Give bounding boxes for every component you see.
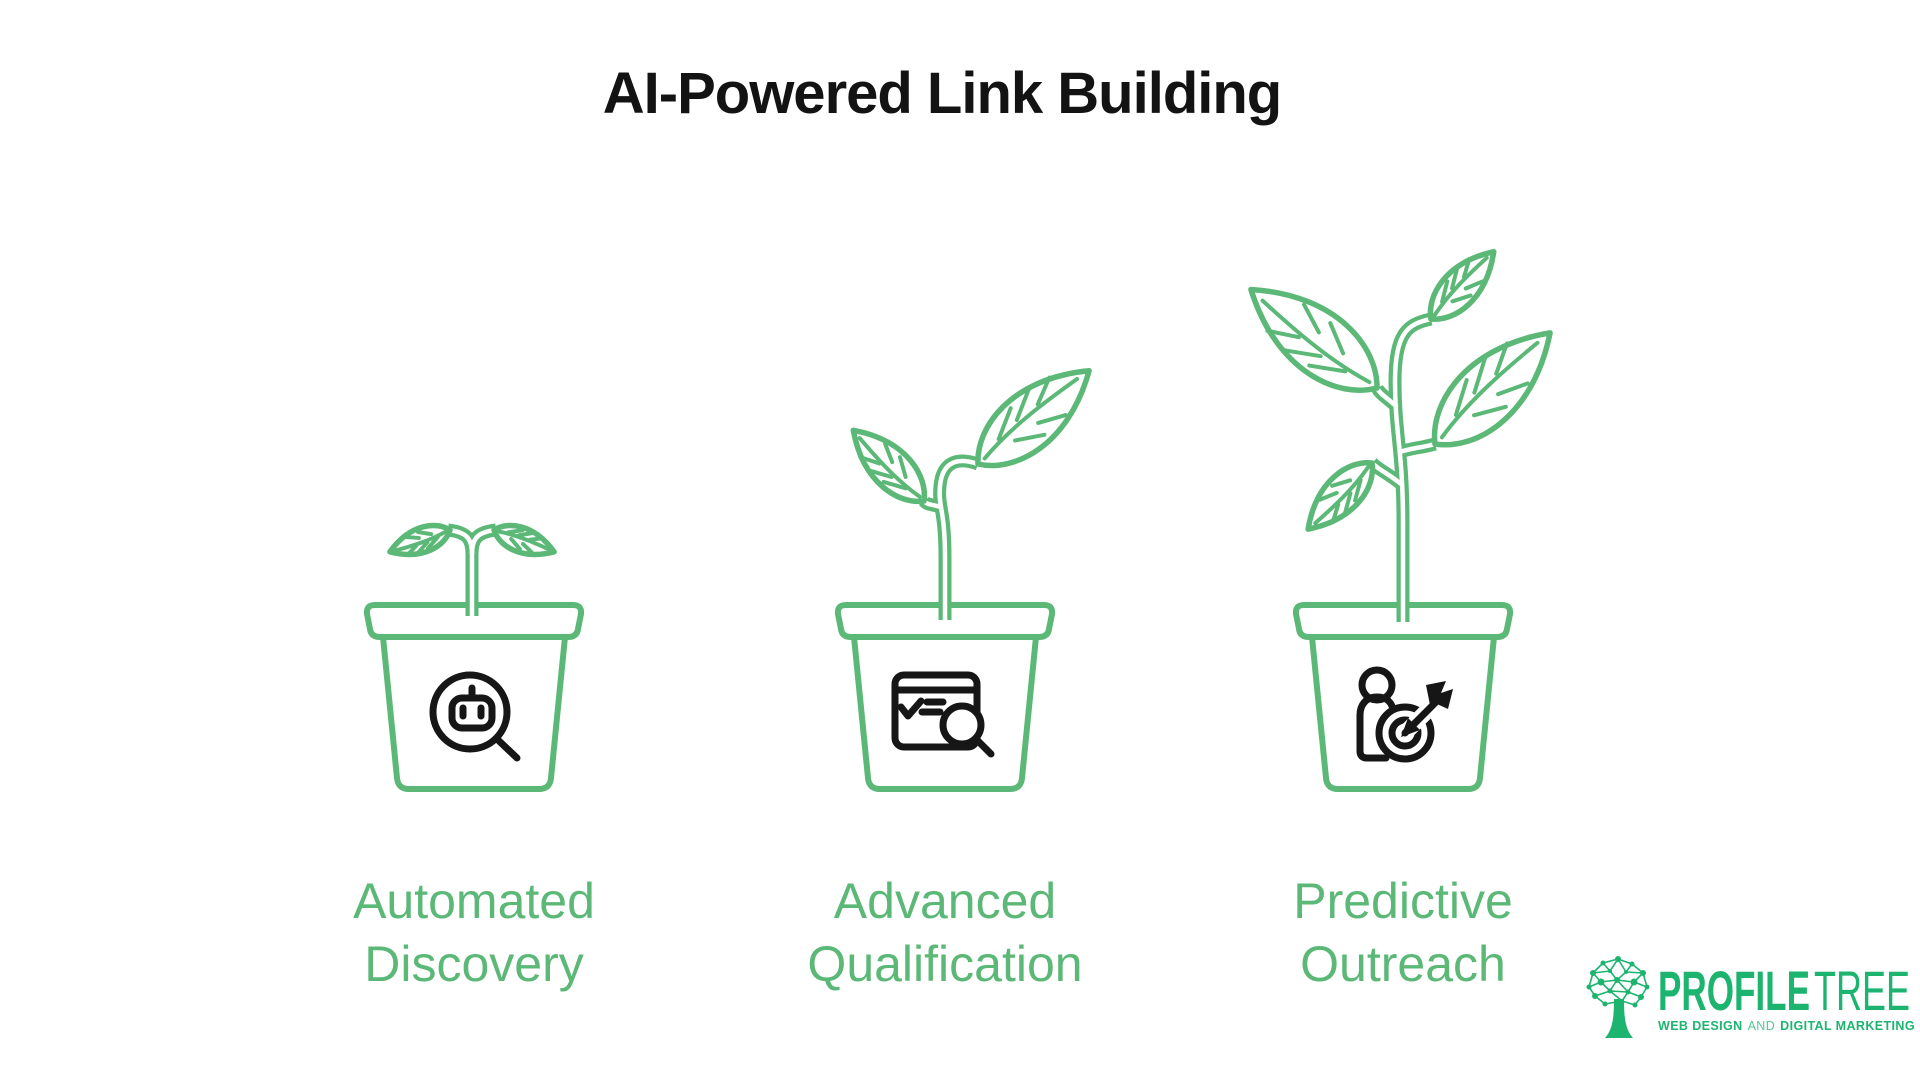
person-target-arrow-icon [1356,666,1453,763]
seedling-plant-icon [830,358,1120,620]
page-title: AI-Powered Link Building [602,61,1282,126]
pot-rim [363,602,585,640]
stage-2-label-line-2: Qualification [807,936,1083,992]
logo-tagline: WEB DESIGN AND DIGITAL MARKETING [1658,1019,1915,1033]
plant-upper-left-leaf [1243,265,1396,412]
check-mark [897,697,925,720]
logo-brand-bold: PROFILE [1658,959,1810,1022]
plant-pot-1 [363,602,585,792]
profiletree-logo: PROFILE TREE WEB DESIGN AND DIGITAL MARKET… [1586,956,1915,1038]
magnifier-lens [429,671,511,753]
plant-lower-left-leaf [1295,451,1385,542]
logo-tagline-part-1: WEB DESIGN [1658,1019,1743,1033]
pot-body [380,636,568,792]
stage-3-label-line-1: Predictive [1293,873,1513,929]
plant-right-leaf [1414,311,1563,467]
stage-1-label: Automated Discovery [274,870,674,996]
stage-1-label-line-2: Discovery [364,936,584,992]
webpage-check-search-icon [891,671,995,758]
large-plant-icon [1243,222,1563,622]
magnifier-lens [939,702,985,748]
stage-3-label: Predictive Outreach [1203,870,1603,996]
seedling-right-leaf [960,358,1107,485]
sprout-stem [447,523,497,616]
pot-rim [834,602,1056,640]
logo-brand-light: TREE [1814,959,1910,1022]
robot-head [448,694,496,732]
arrow-head [1401,718,1420,737]
robot-search-icon [429,671,521,762]
logo-tree-icon [1586,956,1650,1038]
seedling-left-leaf [840,417,938,515]
stage-3-label-line-2: Outreach [1300,936,1506,992]
sprout-plant-icon [372,518,577,616]
sprout-left-leaf [386,518,455,563]
arrow-fletching [1426,681,1453,709]
magnifier-handle [972,735,995,758]
sprout-right-leaf [490,518,559,563]
large-plant-stem [1367,312,1437,622]
magnifier-handle [493,735,521,762]
stage-2-label-line-1: Advanced [833,873,1057,929]
person-body [1356,693,1398,762]
stage-2-label: Advanced Qualification [745,870,1145,996]
logo-tagline-part-2: AND [1748,1019,1776,1033]
seedling-stem [918,454,981,620]
plant-top-leaf [1418,240,1507,332]
logo-tagline-part-3: DIGITAL MARKETING [1780,1019,1915,1033]
logo-tree-trunk [1605,999,1633,1038]
stage-1-label-line-1: Automated [353,873,595,929]
